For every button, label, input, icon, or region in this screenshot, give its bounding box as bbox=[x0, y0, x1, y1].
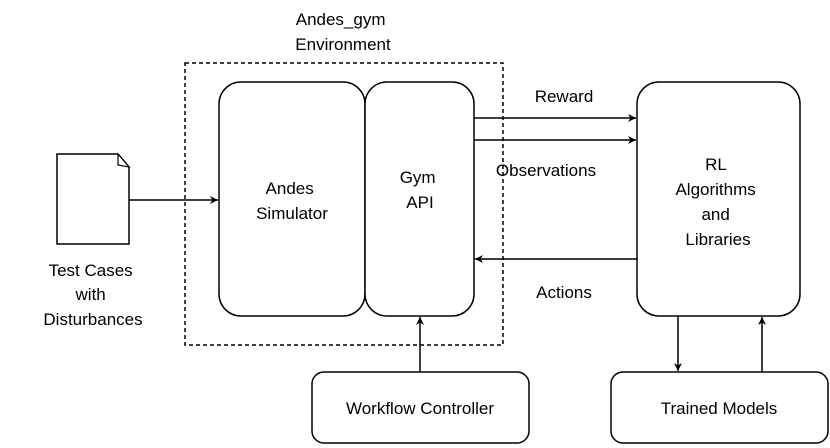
actions-label: Actions bbox=[536, 283, 592, 302]
workflow-controller-label: Workflow Controller bbox=[346, 399, 494, 418]
reward-label: Reward bbox=[535, 87, 594, 106]
environment-boundary bbox=[184, 62, 504, 346]
andes-simulator-node bbox=[218, 81, 366, 317]
gym-api-label: Gym API bbox=[400, 168, 441, 212]
trained-models-label: Trained Models bbox=[661, 399, 778, 418]
environment-label: Andes_gym Environment bbox=[295, 10, 391, 54]
andes-simulator-label: Andes Simulator bbox=[256, 179, 328, 223]
document-fold bbox=[117, 152, 131, 168]
rl-libraries-label: RL Algorithms and Libraries bbox=[675, 155, 760, 249]
test-cases-label: Test Cases with Disturbances bbox=[43, 261, 142, 329]
observations-label: Observations bbox=[496, 161, 596, 180]
rl-libraries-node bbox=[636, 81, 801, 317]
test-cases-document-icon bbox=[56, 153, 130, 245]
trained-models-node bbox=[610, 371, 829, 444]
gym-api-node bbox=[364, 81, 475, 317]
